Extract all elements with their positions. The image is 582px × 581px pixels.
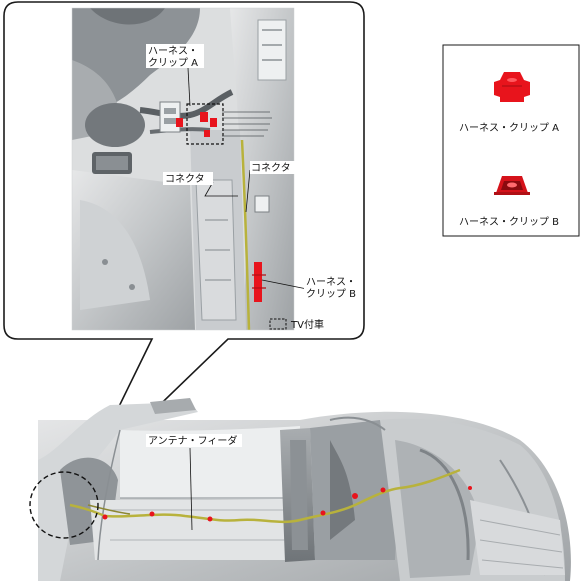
connector-label-left: コネクタ	[165, 173, 205, 185]
clip-a-mark	[200, 112, 208, 122]
clip-a-mark	[210, 118, 217, 127]
vehicle-body-overview: アンテナ・フィーダ	[29, 398, 571, 581]
clip-mark	[320, 510, 326, 516]
clip-mark	[380, 487, 386, 493]
clip-b-mark	[254, 262, 262, 302]
legend-clip-b-label: ハーネス・クリップ B	[459, 216, 559, 228]
antenna-feeder-label: アンテナ・フィーダ	[148, 434, 237, 447]
clip-b-icon	[494, 176, 530, 195]
clip-mark	[149, 511, 155, 517]
legend-clip-a-label: ハーネス・クリップ A	[459, 122, 559, 134]
clip-a-label-line1: ハーネス・	[148, 45, 198, 57]
tv-dashed-key	[269, 318, 287, 330]
clip-b-label-line2: クリップ B	[306, 288, 356, 300]
legend-box: ハーネス・クリップ A ハーネス・クリップ B	[442, 44, 580, 237]
clip-a-icon	[494, 72, 530, 102]
detail-view: ハーネス・ クリップ A コネクタ コネクタ ハーネス・ クリップ B TV付車	[3, 1, 365, 479]
clip-mark	[352, 493, 358, 499]
clip-mark	[102, 514, 108, 520]
clip-mark	[207, 516, 213, 522]
connector-label-right: コネクタ	[251, 162, 291, 174]
clip-a-mark	[176, 118, 183, 127]
clip-a-label-line2: クリップ A	[148, 57, 198, 69]
clip-a-mark	[204, 130, 210, 137]
detail-location-marker	[29, 471, 99, 539]
clip-b-label-line1: ハーネス・	[306, 276, 356, 288]
antenna-feeder-route	[69, 468, 461, 524]
tv-equipped-label: TV付車	[290, 318, 324, 331]
